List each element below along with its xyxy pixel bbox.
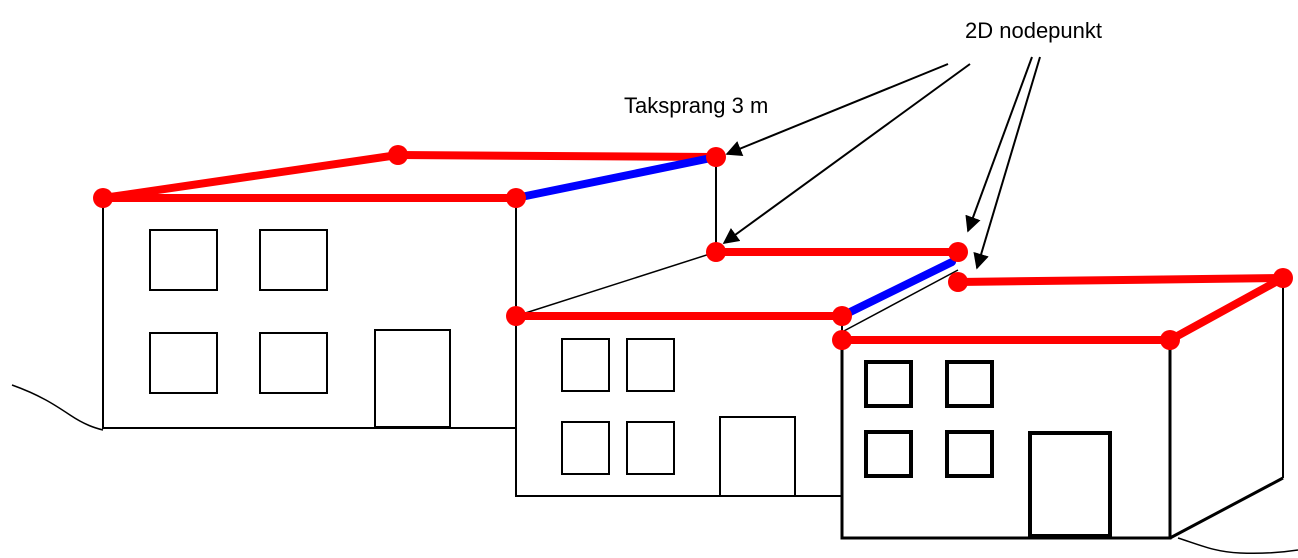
building-right-side-bottom (1169, 476, 1284, 540)
building-middle-facade (515, 315, 843, 497)
building-right-facade (840, 338, 1172, 540)
arrow (973, 56, 1041, 270)
roof-edge (99, 151, 402, 202)
ground-line-left (11, 384, 104, 431)
door (374, 329, 451, 428)
node-point (706, 147, 726, 167)
annotation-arrows (722, 56, 1041, 270)
node-points (93, 145, 1293, 350)
arrow (965, 56, 1033, 233)
window (945, 430, 994, 478)
window (864, 430, 913, 478)
window (864, 360, 913, 408)
node-point (93, 188, 113, 208)
building-middle (515, 251, 843, 497)
door (719, 416, 796, 497)
node-point (948, 272, 968, 292)
node-point (948, 242, 968, 262)
node-point (706, 242, 726, 262)
door (1028, 431, 1112, 538)
node-point (832, 306, 852, 326)
window (561, 338, 610, 392)
building-middle-roof-edge (515, 251, 717, 317)
window (626, 421, 675, 475)
label-roof-step: Taksprang 3 m (624, 93, 768, 118)
node-point (1273, 268, 1293, 288)
arrow (722, 63, 971, 244)
node-point (388, 145, 408, 165)
roof-outlines (99, 151, 1287, 344)
window (626, 338, 675, 392)
roof-step-edges (512, 153, 956, 320)
node-point (506, 188, 526, 208)
node-point (506, 306, 526, 326)
node-point (1160, 330, 1180, 350)
window (945, 360, 994, 408)
window (149, 332, 218, 394)
ground-line-right (1177, 537, 1298, 554)
roof-edge (394, 151, 720, 161)
window (259, 229, 328, 291)
roof-step-edge (512, 153, 720, 202)
building-right-roof-edge (841, 269, 959, 333)
node-point (832, 330, 852, 350)
roof-edge (954, 274, 1287, 286)
window (561, 421, 610, 475)
label-2d-nodepoint: 2D nodepunkt (965, 18, 1102, 43)
arrow (725, 63, 949, 156)
roof-edge (1166, 274, 1287, 344)
window (149, 229, 218, 291)
roof-step-edge (838, 258, 956, 320)
window (259, 332, 328, 394)
